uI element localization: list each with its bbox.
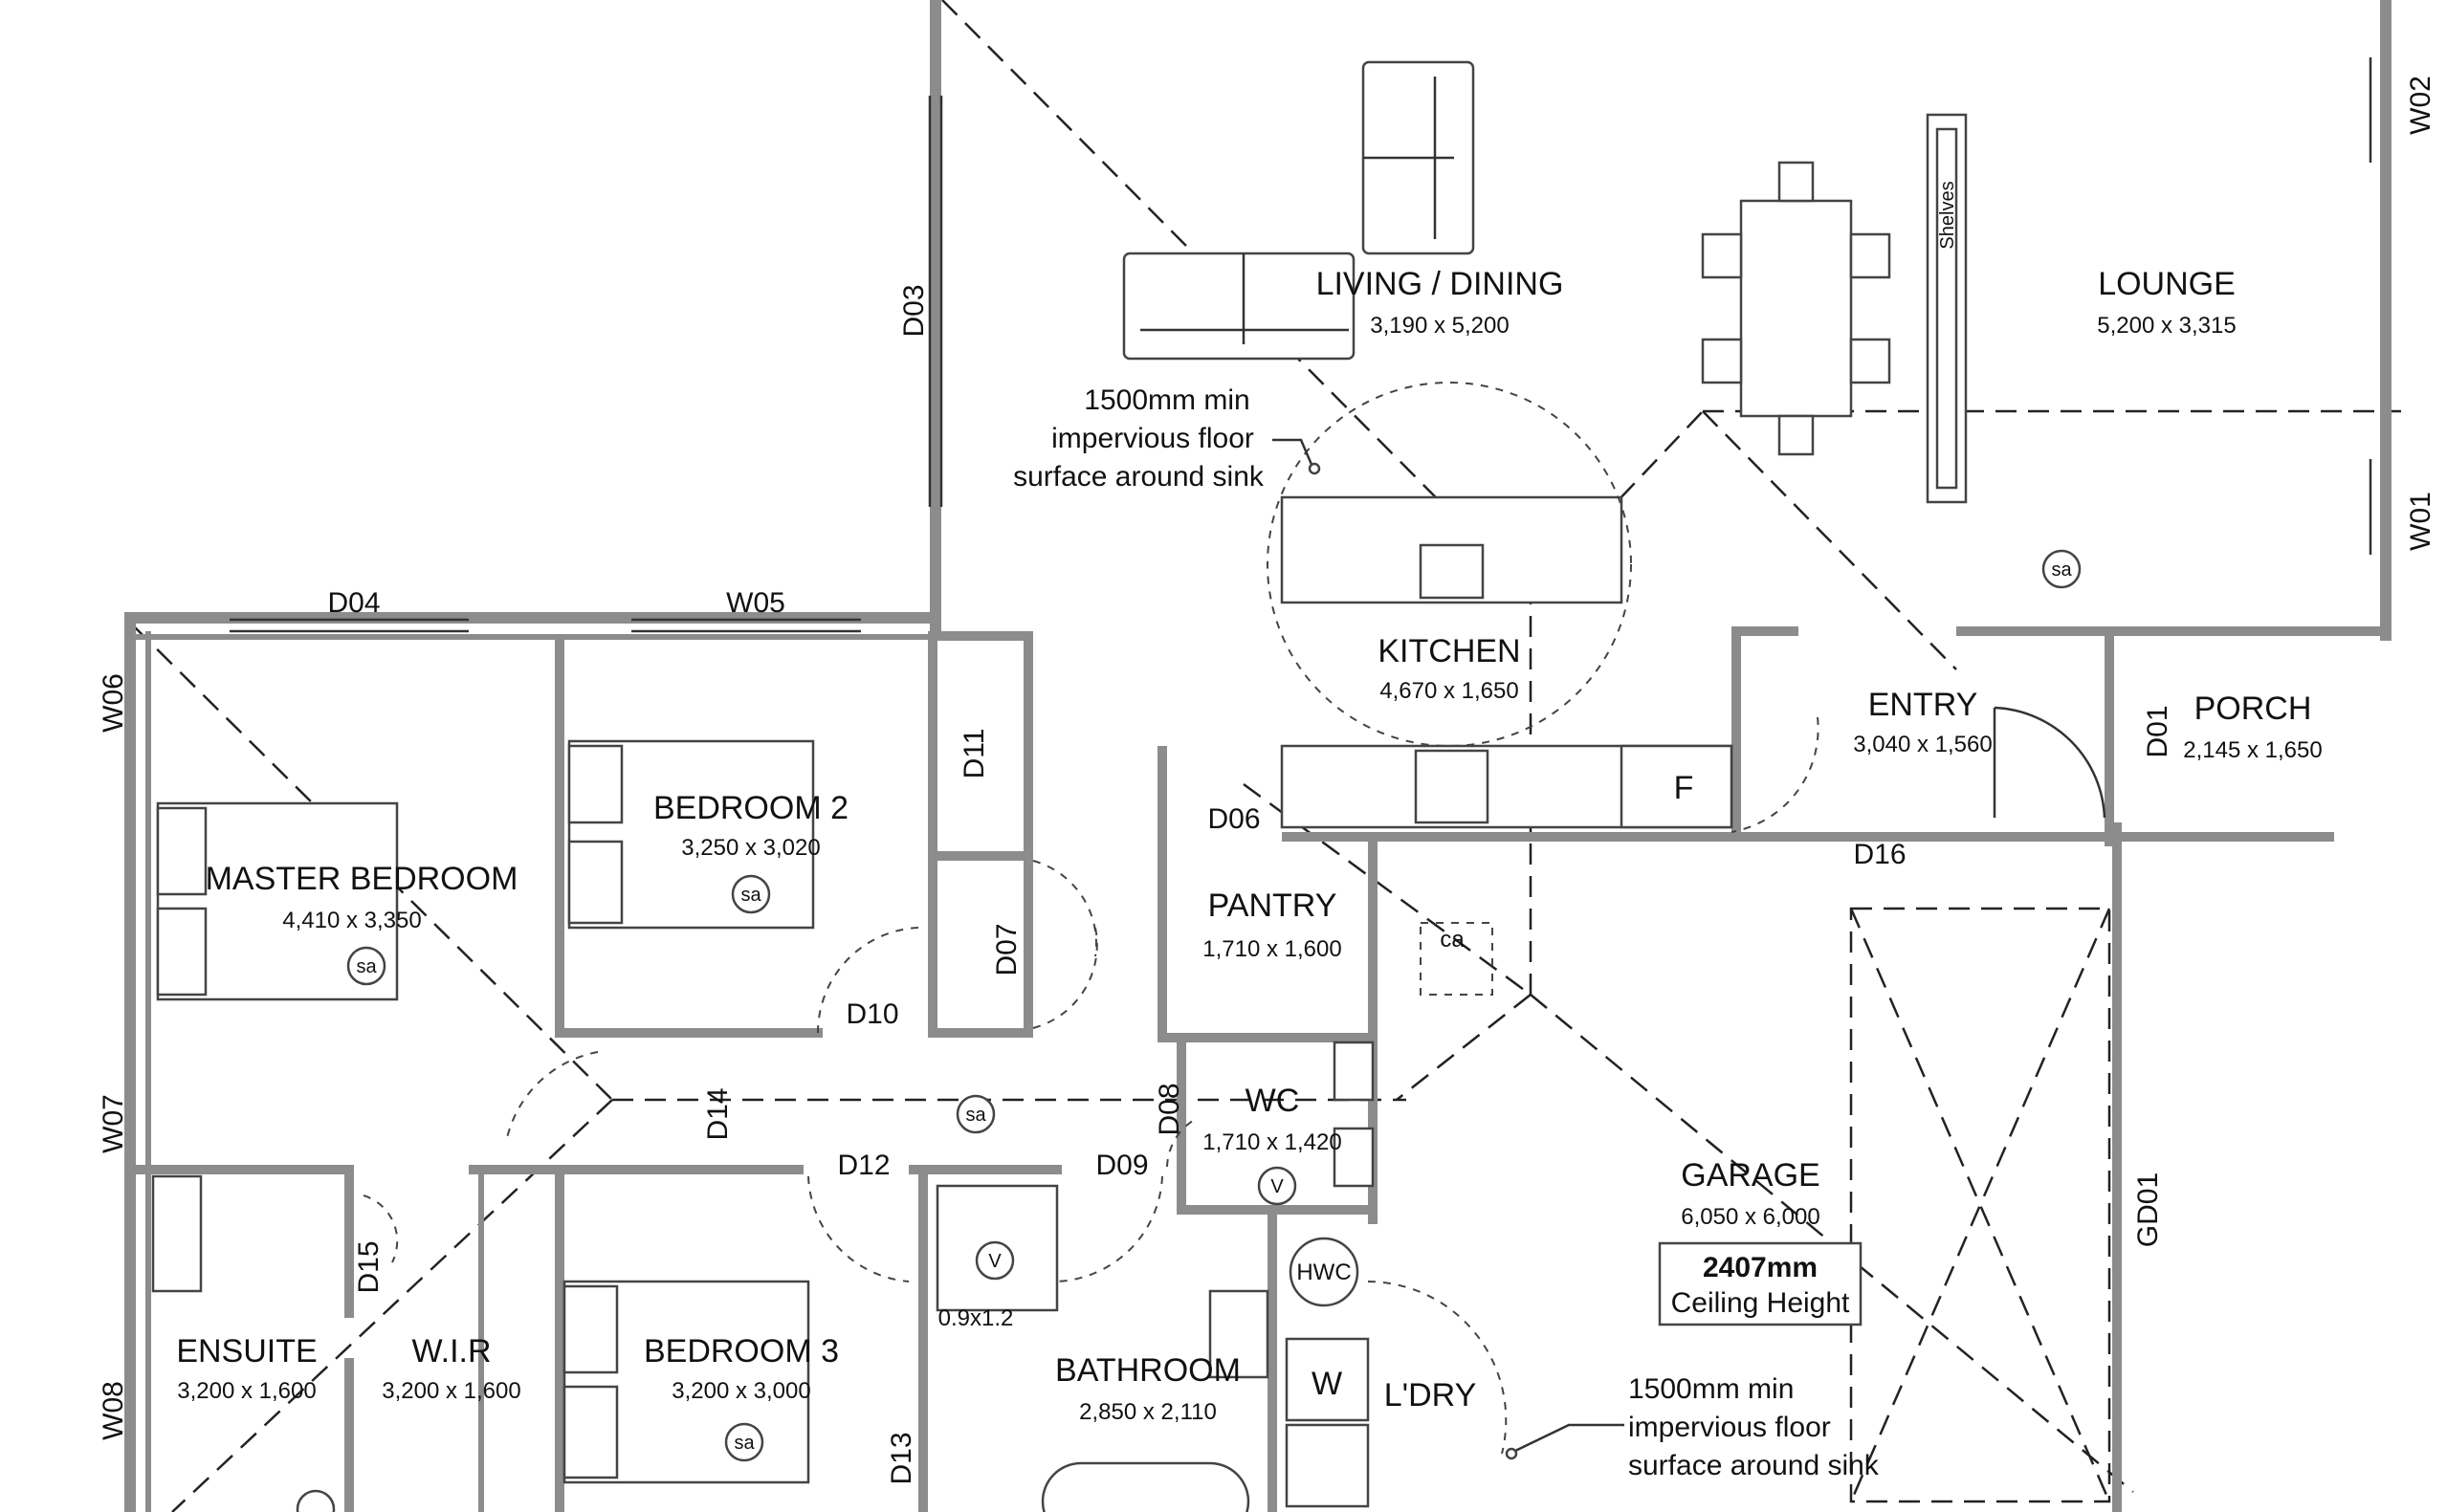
- door-tags: D01 D03 D04 D06 D07 D08 D09 D10 D11 D12 …: [327, 284, 2173, 1484]
- room-name-lounge: LOUNGE: [2098, 266, 2236, 302]
- room-dims-bedroom-3: 3,200 x 3,000: [672, 1378, 810, 1404]
- room-dims-lounge: 5,200 x 3,315: [2097, 313, 2236, 339]
- room-name-entry: ENTRY: [1868, 687, 1978, 723]
- smoke-alarm-icon: sa: [2051, 559, 2072, 581]
- door-tag-d06: D06: [1207, 803, 1260, 835]
- window-tag-w05: W05: [726, 587, 785, 619]
- hwc-label: HWC: [1296, 1260, 1351, 1285]
- door-tag-d14: D14: [702, 1087, 734, 1140]
- furniture: [151, 60, 1968, 1512]
- smoke-alarms: sa sa sa sa sa: [346, 549, 2082, 1462]
- smoke-alarm-icon: sa: [965, 1105, 986, 1126]
- door-tag-d10: D10: [846, 998, 898, 1030]
- room-name-porch: PORCH: [2194, 690, 2312, 727]
- smoke-alarm-icon: sa: [734, 1433, 755, 1454]
- vent-icon: V: [1270, 1176, 1284, 1197]
- ca-label: ca: [1440, 927, 1465, 953]
- window-tag-w07: W07: [98, 1094, 129, 1153]
- window-tag-w06: W06: [98, 673, 129, 733]
- room-name-living-dining: LIVING / DINING: [1316, 266, 1564, 302]
- shower-size-label: 0.9x1.2: [938, 1305, 1014, 1331]
- laundry-floor-note-line-2: impervious floor: [1628, 1412, 1831, 1443]
- door-tag-d04: D04: [327, 587, 380, 619]
- shelves-label: Shelves: [1937, 181, 1958, 249]
- vent-icon: V: [988, 1251, 1002, 1272]
- laundry-floor-note-line-3: surface around sink: [1628, 1450, 1880, 1481]
- door-tag-gd01: GD01: [2132, 1172, 2164, 1247]
- room-dims-wir: 3,200 x 1,600: [382, 1378, 520, 1404]
- notes: 1500mm min impervious floor surface arou…: [1013, 384, 1880, 1481]
- room-dims-bedroom-2: 3,250 x 3,020: [681, 835, 820, 861]
- windows: [230, 57, 2372, 633]
- garage-ceiling-note-line-2: Ceiling Height: [1671, 1287, 1850, 1319]
- door-tag-d09: D09: [1095, 1150, 1148, 1181]
- door-tag-d08: D08: [1154, 1083, 1185, 1135]
- room-name-bedroom-2: BEDROOM 2: [653, 790, 849, 826]
- room-dims-entry: 3,040 x 1,560: [1853, 732, 1992, 757]
- room-dims-porch: 2,145 x 1,650: [2183, 737, 2322, 763]
- laundry-floor-note-line-1: 1500mm min: [1628, 1373, 1794, 1405]
- room-dims-pantry: 1,710 x 1,600: [1202, 936, 1341, 962]
- door-tag-d01: D01: [2142, 705, 2173, 757]
- window-tag-w01: W01: [2405, 492, 2436, 551]
- door-tag-d13: D13: [886, 1432, 917, 1484]
- door-tag-d03: D03: [898, 284, 930, 337]
- kitchen-floor-note-line-2: impervious floor: [1051, 423, 1254, 454]
- room-name-bedroom-3: BEDROOM 3: [644, 1333, 839, 1370]
- room-name-wir: W.I.R: [411, 1333, 491, 1370]
- room-name-master-bedroom: MASTER BEDROOM: [206, 861, 518, 897]
- room-dims-master-bedroom: 4,410 x 3,350: [282, 908, 421, 933]
- kitchen-floor-note-line-1: 1500mm min: [1084, 384, 1249, 416]
- door-tag-d07: D07: [991, 923, 1023, 975]
- window-tag-w02: W02: [2405, 76, 2436, 135]
- room-dims-wc: 1,710 x 1,420: [1202, 1129, 1341, 1155]
- room-dims-bathroom: 2,850 x 2,110: [1079, 1399, 1217, 1425]
- door-tag-d11: D11: [959, 729, 990, 779]
- room-name-ensuite: ENSUITE: [176, 1333, 317, 1370]
- room-dims-kitchen: 4,670 x 1,650: [1379, 678, 1518, 704]
- door-tag-d15: D15: [353, 1240, 385, 1293]
- kitchen-floor-note-line-3: surface around sink: [1013, 461, 1265, 493]
- room-name-garage: GARAGE: [1681, 1157, 1819, 1194]
- room-name-pantry: PANTRY: [1208, 887, 1337, 924]
- smoke-alarm-icon: sa: [356, 956, 377, 977]
- smoke-alarm-icon: sa: [740, 885, 761, 906]
- walls: [124, 0, 2392, 1512]
- door-tag-d16: D16: [1853, 839, 1906, 870]
- symbols: ca F HWC W Shelves V V 0.9x1.2: [296, 181, 1958, 1512]
- garage-door-swing: [1849, 907, 2111, 1503]
- room-dims-living-dining: 3,190 x 5,200: [1370, 313, 1509, 339]
- window-tags: W01 W02 W05 W06 W07 W08: [98, 76, 2436, 1440]
- door-tag-d12: D12: [837, 1150, 890, 1181]
- washer-label: W: [1312, 1366, 1342, 1402]
- window-tag-w08: W08: [98, 1381, 129, 1440]
- garage-ceiling-note-line-1: 2407mm: [1703, 1252, 1818, 1283]
- door-swings: [363, 706, 2106, 1455]
- room-dims-garage: 6,050 x 6,000: [1681, 1204, 1819, 1230]
- room-dims-ensuite: 3,200 x 1,600: [177, 1378, 316, 1404]
- room-name-kitchen: KITCHEN: [1378, 633, 1520, 669]
- room-name-laundry: L'DRY: [1384, 1377, 1477, 1413]
- fridge-label: F: [1674, 770, 1694, 806]
- room-labels: LIVING / DINING 3,190 x 5,200 LOUNGE 5,2…: [176, 266, 2322, 1425]
- room-name-wc: WC: [1246, 1083, 1300, 1119]
- room-name-bathroom: BATHROOM: [1055, 1352, 1241, 1389]
